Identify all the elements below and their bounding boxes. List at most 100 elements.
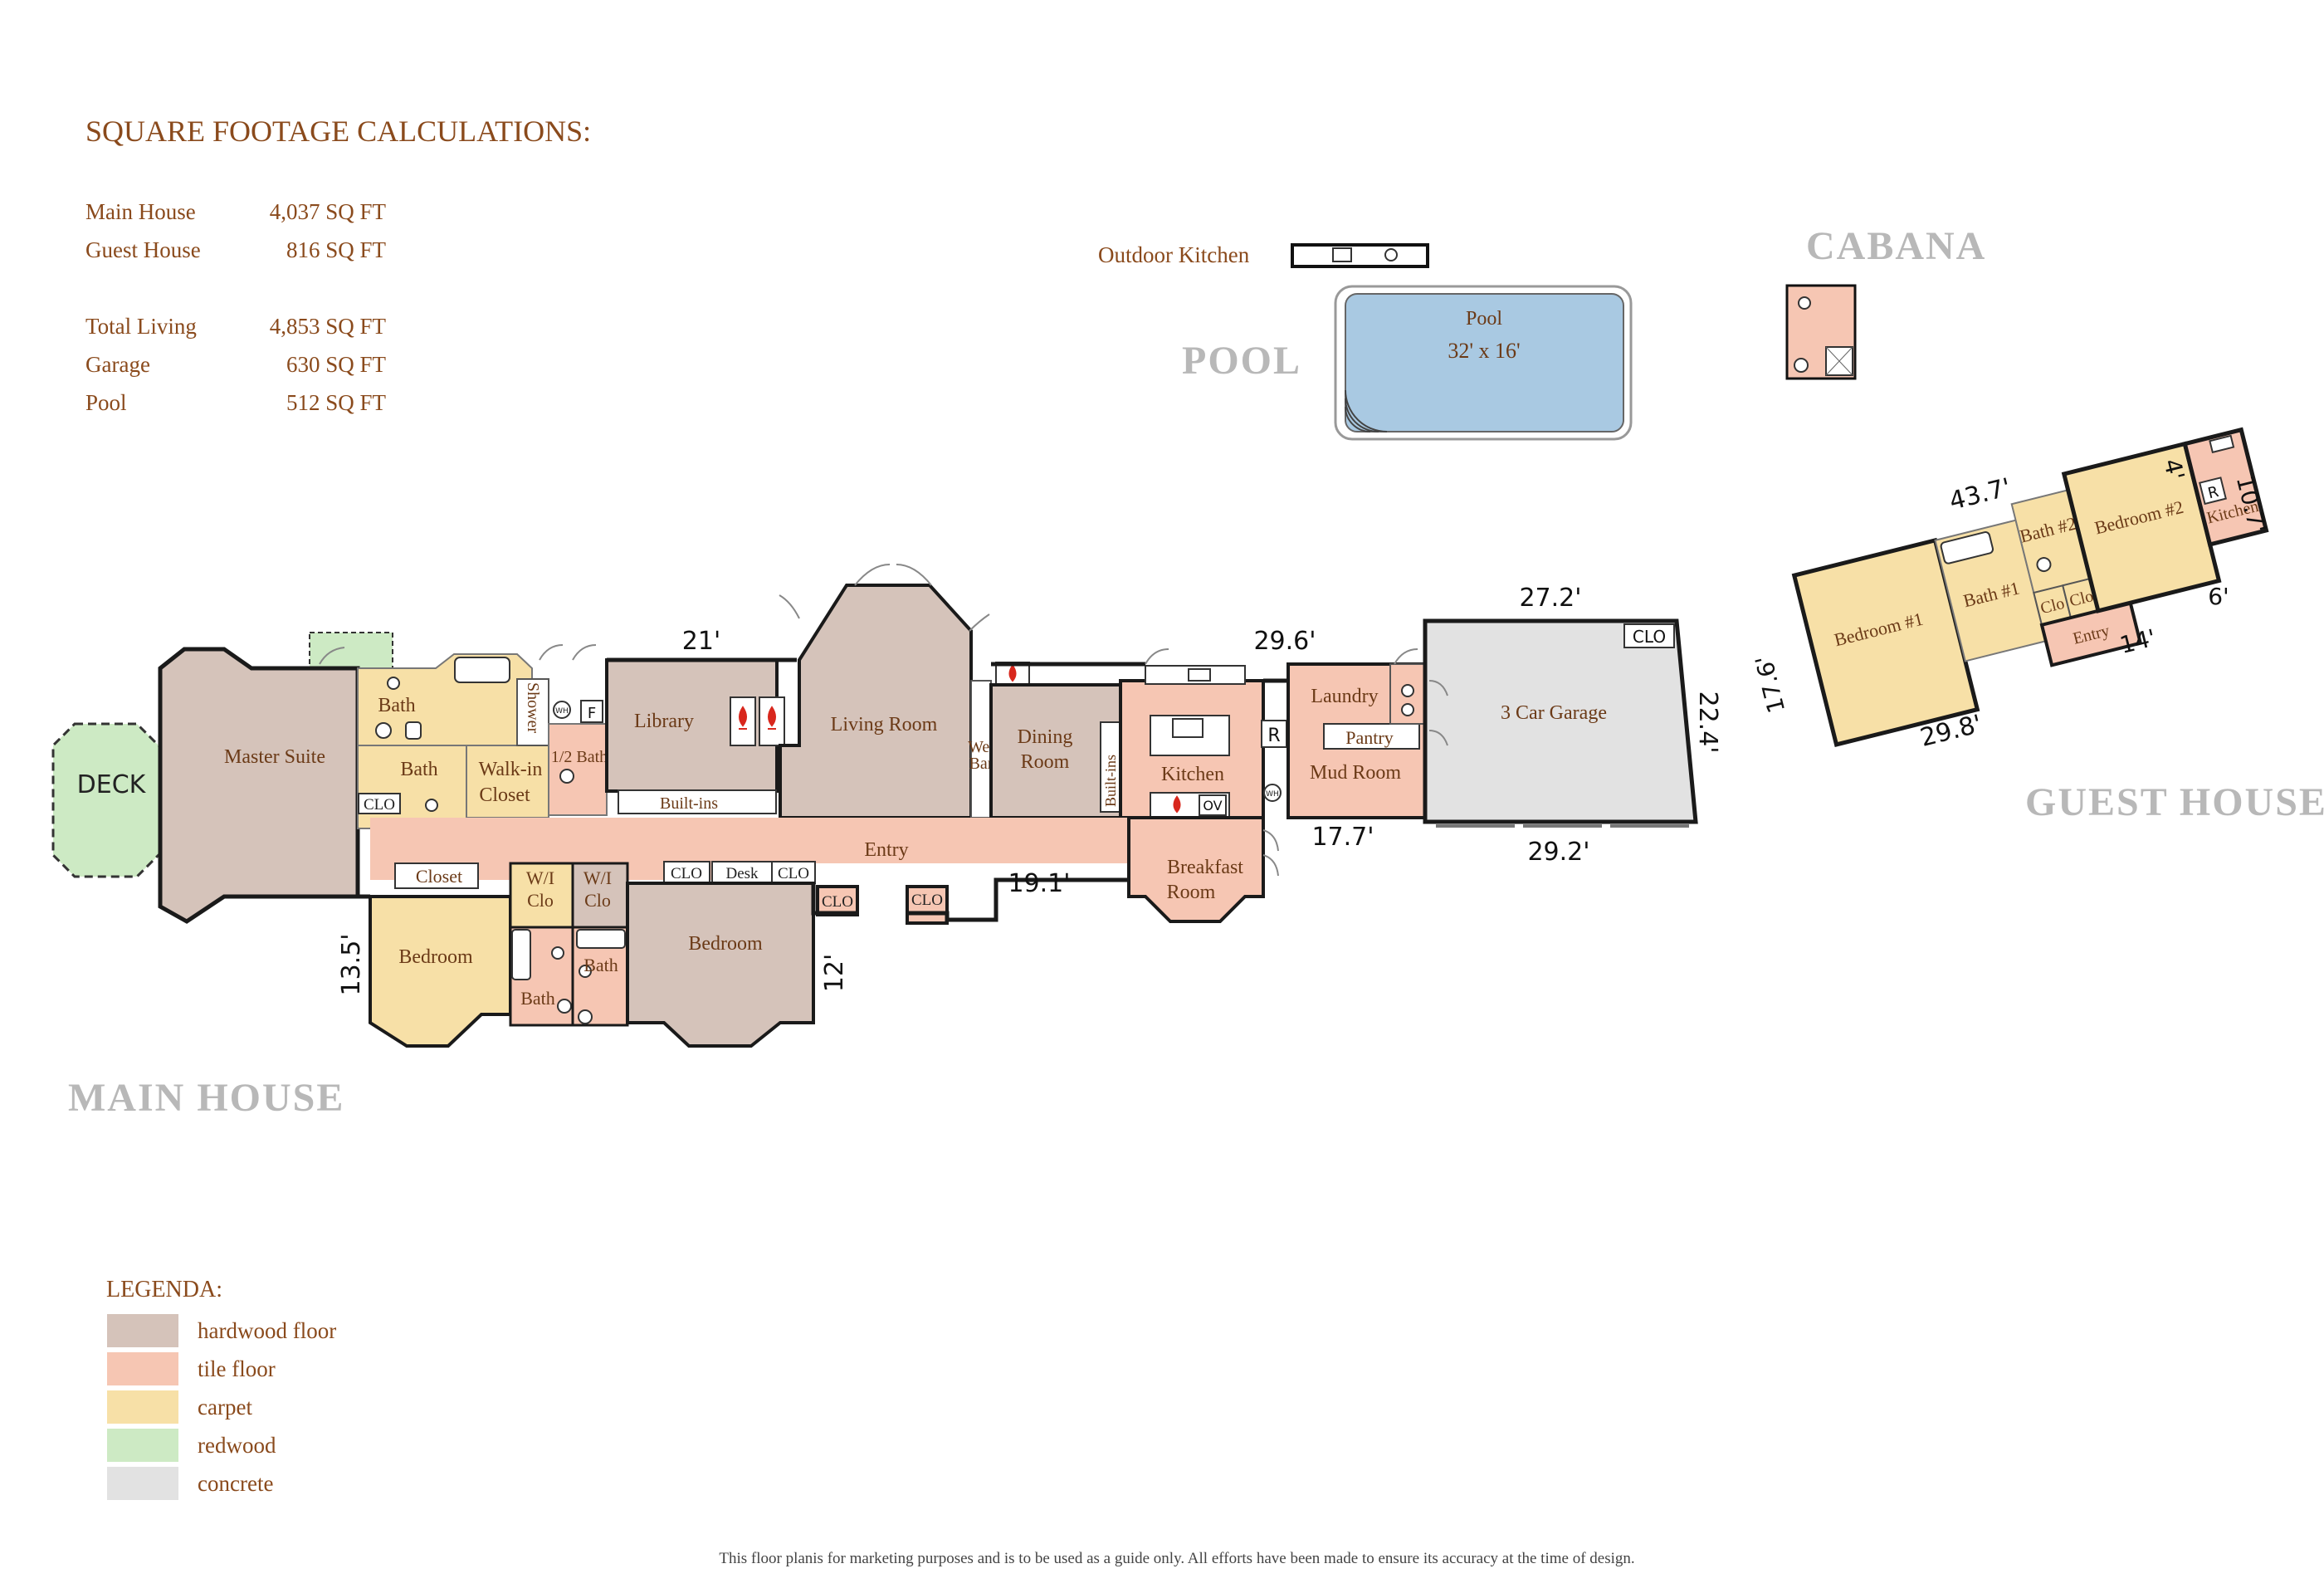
rear-wall	[607, 657, 1288, 683]
wh-label-2: WH	[1266, 790, 1279, 799]
main-dimensions: 21' 29.6' 27.2' 22.4' 29.2' 17.7' 19.1' …	[337, 584, 1722, 996]
legend-label-carpet: carpet	[198, 1395, 252, 1420]
lower-bath-left-label: Bath	[520, 988, 555, 1009]
legend-swatch-redwood	[107, 1429, 178, 1462]
half-bath-room	[548, 723, 608, 816]
oven-box	[1199, 794, 1227, 816]
cabana-toilet-icon	[1794, 358, 1809, 373]
legend-heading: LEGENDA:	[106, 1277, 222, 1302]
half-bath-label: 1/2 Bath	[551, 748, 608, 766]
entry-clo-1-label: CLO	[822, 893, 853, 911]
fireplace-icon	[739, 706, 747, 730]
lower-bath-right-label: Bath	[583, 955, 618, 975]
sqft-label-garage: Garage	[85, 352, 150, 377]
library-label: Library	[634, 711, 694, 732]
wi-closet-right-1: W/I	[583, 867, 612, 888]
sink-icon	[387, 677, 400, 690]
wi-closet-left-1: W/I	[526, 867, 554, 888]
dim-21: 21'	[682, 627, 720, 656]
shower-room	[516, 678, 549, 746]
living-room	[779, 584, 973, 819]
deck-label: DECK	[77, 770, 147, 799]
lower-bath-right-toilet	[578, 1009, 593, 1024]
dim-29-6: 29.6'	[1253, 627, 1316, 656]
main-house-title: MAIN HOUSE	[68, 1076, 344, 1120]
cabana-sink-icon	[1798, 296, 1811, 310]
furnace-box	[580, 700, 603, 723]
sqft-value-total: 4,853 SQ FT	[270, 314, 387, 339]
dim-13-5: 13.5'	[337, 933, 366, 995]
legend-label-hardwood: hardwood floor	[198, 1318, 336, 1343]
dim-29-2: 29.2'	[1527, 838, 1589, 867]
fridge-label: R	[1267, 726, 1280, 746]
walkin-closet-room	[466, 745, 549, 818]
legend-label-concrete: concrete	[198, 1471, 273, 1496]
lower-bath-left-toilet	[557, 999, 572, 1014]
library-builtins-label: Built-ins	[660, 794, 718, 813]
closet-bar	[394, 862, 479, 889]
master-suite-label: Master Suite	[224, 746, 325, 768]
guest-entry	[2039, 600, 2143, 667]
legend-swatch-concrete	[107, 1467, 178, 1500]
legend-swatch-tile	[107, 1352, 178, 1385]
outdoor-sink-icon	[1332, 247, 1352, 262]
dining-builtins-label: Built-ins	[1102, 755, 1119, 807]
dim-22-4: 22.4'	[1693, 691, 1722, 753]
entry-clo-2	[906, 885, 949, 925]
hall-desk-label: Desk	[725, 865, 759, 882]
guest-house: Bedroom #1 Bath #1 Bath #2 Clo Clo Entry…	[1791, 427, 2269, 747]
sqft-value-garage: 630 SQ FT	[286, 352, 387, 377]
lower-bath-right-tub	[576, 929, 626, 949]
legend-label-tile: tile floor	[198, 1356, 276, 1381]
laundry-washer-icon	[1401, 684, 1414, 697]
walkin-closet-label-2: Closet	[479, 784, 530, 806]
fridge-box	[1261, 720, 1287, 748]
outdoor-kitchen-counter	[1291, 243, 1429, 268]
outdoor-burner-icon	[1384, 248, 1398, 261]
sqft-label-main: Main House	[85, 199, 196, 224]
outdoor-kitchen-label: Outdoor Kitchen	[1098, 242, 1250, 267]
sqft-value-guest: 816 SQ FT	[286, 237, 387, 262]
pool-name: Pool	[1466, 308, 1502, 330]
garage-room	[1423, 618, 1698, 824]
dim-27-2: 27.2'	[1519, 584, 1581, 613]
legend-label-redwood: redwood	[198, 1433, 276, 1458]
sqft-heading: SQUARE FOOTAGE CALCULATIONS:	[85, 115, 591, 148]
breakfast-label-2: Room	[1167, 882, 1216, 903]
sqft-label-total: Total Living	[85, 314, 197, 339]
legend-swatch-carpet	[107, 1390, 178, 1424]
dim-12: 12'	[820, 954, 849, 992]
master-bath-lower	[357, 745, 467, 829]
dining-label-1: Dining	[1018, 726, 1073, 748]
laundry-label: Laundry	[1311, 686, 1378, 707]
garage-clo-box	[1623, 623, 1675, 648]
guest-toilet-icon	[2036, 557, 2052, 573]
entry-label: Entry	[864, 839, 908, 861]
guest-sink-icon	[2209, 434, 2235, 454]
guest-fridge-box	[2199, 476, 2227, 506]
guest-kitchen	[2182, 427, 2269, 547]
fireplace-icon	[1173, 795, 1181, 814]
pool-steps-icon	[1345, 389, 1388, 432]
gdim-6: 6'	[2208, 583, 2229, 610]
half-bath-toilet-icon	[559, 769, 574, 784]
main-house: DECK Master Suite Bath Bath CLO Walk-in …	[51, 564, 1698, 1120]
clo-label-master: CLO	[364, 796, 395, 814]
bedroom-left-label: Bedroom	[398, 946, 473, 968]
master-bath-lower-label: Bath	[400, 759, 437, 780]
shower-label: Shower	[524, 682, 542, 733]
bar-label: Bar	[969, 755, 994, 773]
furnace-label: F	[588, 705, 596, 722]
mudroom-wh-icon	[1263, 784, 1282, 802]
lower-bath-left-sink	[551, 946, 564, 960]
wet-label: Wet	[968, 738, 994, 756]
cooktop-icon	[1172, 718, 1204, 738]
guest-fridge-label: R	[2206, 483, 2220, 502]
breakfast-label-1: Breakfast	[1167, 857, 1243, 878]
clo-tag-master	[358, 793, 401, 814]
gdim-43-7: 43.7'	[1946, 473, 2014, 516]
oven-label: OV	[1203, 798, 1222, 814]
garage-clo-label: CLO	[1633, 627, 1666, 647]
pool-size: 32' x 16'	[1448, 339, 1520, 363]
